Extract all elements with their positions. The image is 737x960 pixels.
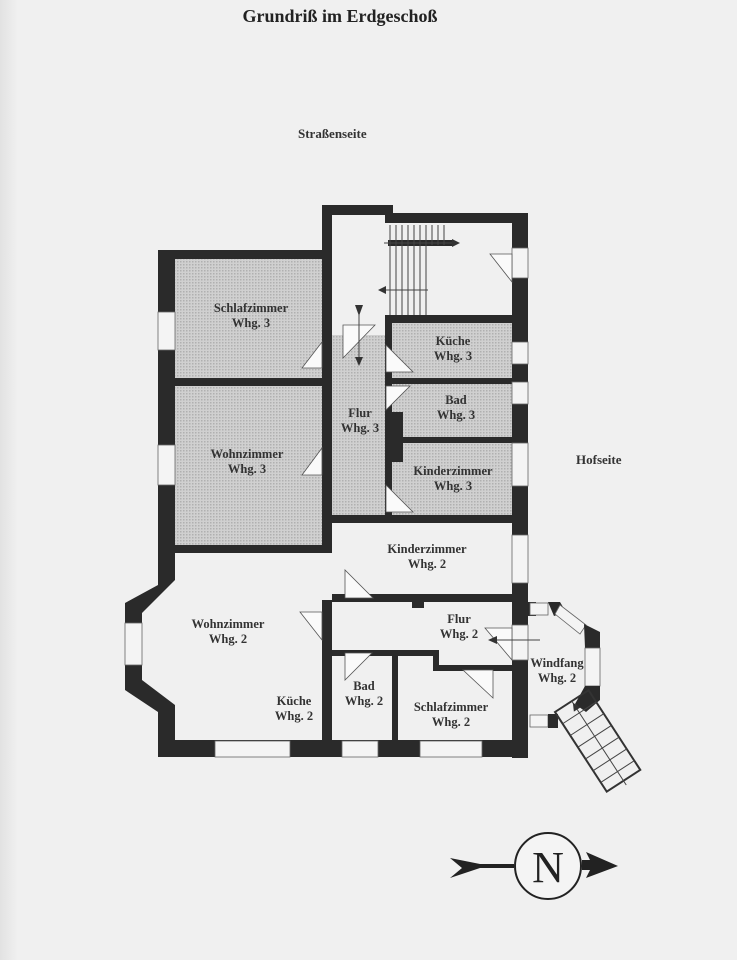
yard-side-label: Hofseite — [576, 452, 622, 467]
room-wohnzimmer-3: Wohnzimmer — [211, 447, 284, 461]
room-schlafzimmer-2: Schlafzimmer — [414, 700, 489, 714]
doors — [299, 253, 513, 699]
room-kueche-3: Küche — [436, 334, 471, 348]
room-wohnzimmer-2: Wohnzimmer — [192, 617, 265, 631]
room-kueche-2: Küche — [277, 694, 312, 708]
room-bad-2: Bad — [353, 679, 375, 693]
entrance-arrow-icon — [488, 636, 540, 644]
room-flur-3: Flur — [348, 406, 372, 420]
room-schlafzimmer-3: Schlafzimmer — [214, 301, 289, 315]
windows — [124, 247, 529, 758]
room-kinderzimmer-2: Kinderzimmer — [387, 542, 467, 556]
room-bad-3: Bad — [445, 393, 467, 407]
windfang-vestibule — [528, 602, 601, 728]
room-kinderzimmer-3: Kinderzimmer — [413, 464, 493, 478]
north-arrow-icon: N — [450, 832, 618, 900]
room-windfang-2: Windfang — [530, 656, 584, 670]
page-title: Grundriß im Erdgeschoß — [242, 6, 438, 26]
room-flur-2: Flur — [447, 612, 471, 626]
scan-edge — [0, 0, 18, 960]
exterior-stairs — [553, 688, 642, 794]
street-side-label: Straßenseite — [298, 126, 367, 141]
compass-label: N — [532, 843, 564, 892]
staircase — [355, 225, 460, 366]
